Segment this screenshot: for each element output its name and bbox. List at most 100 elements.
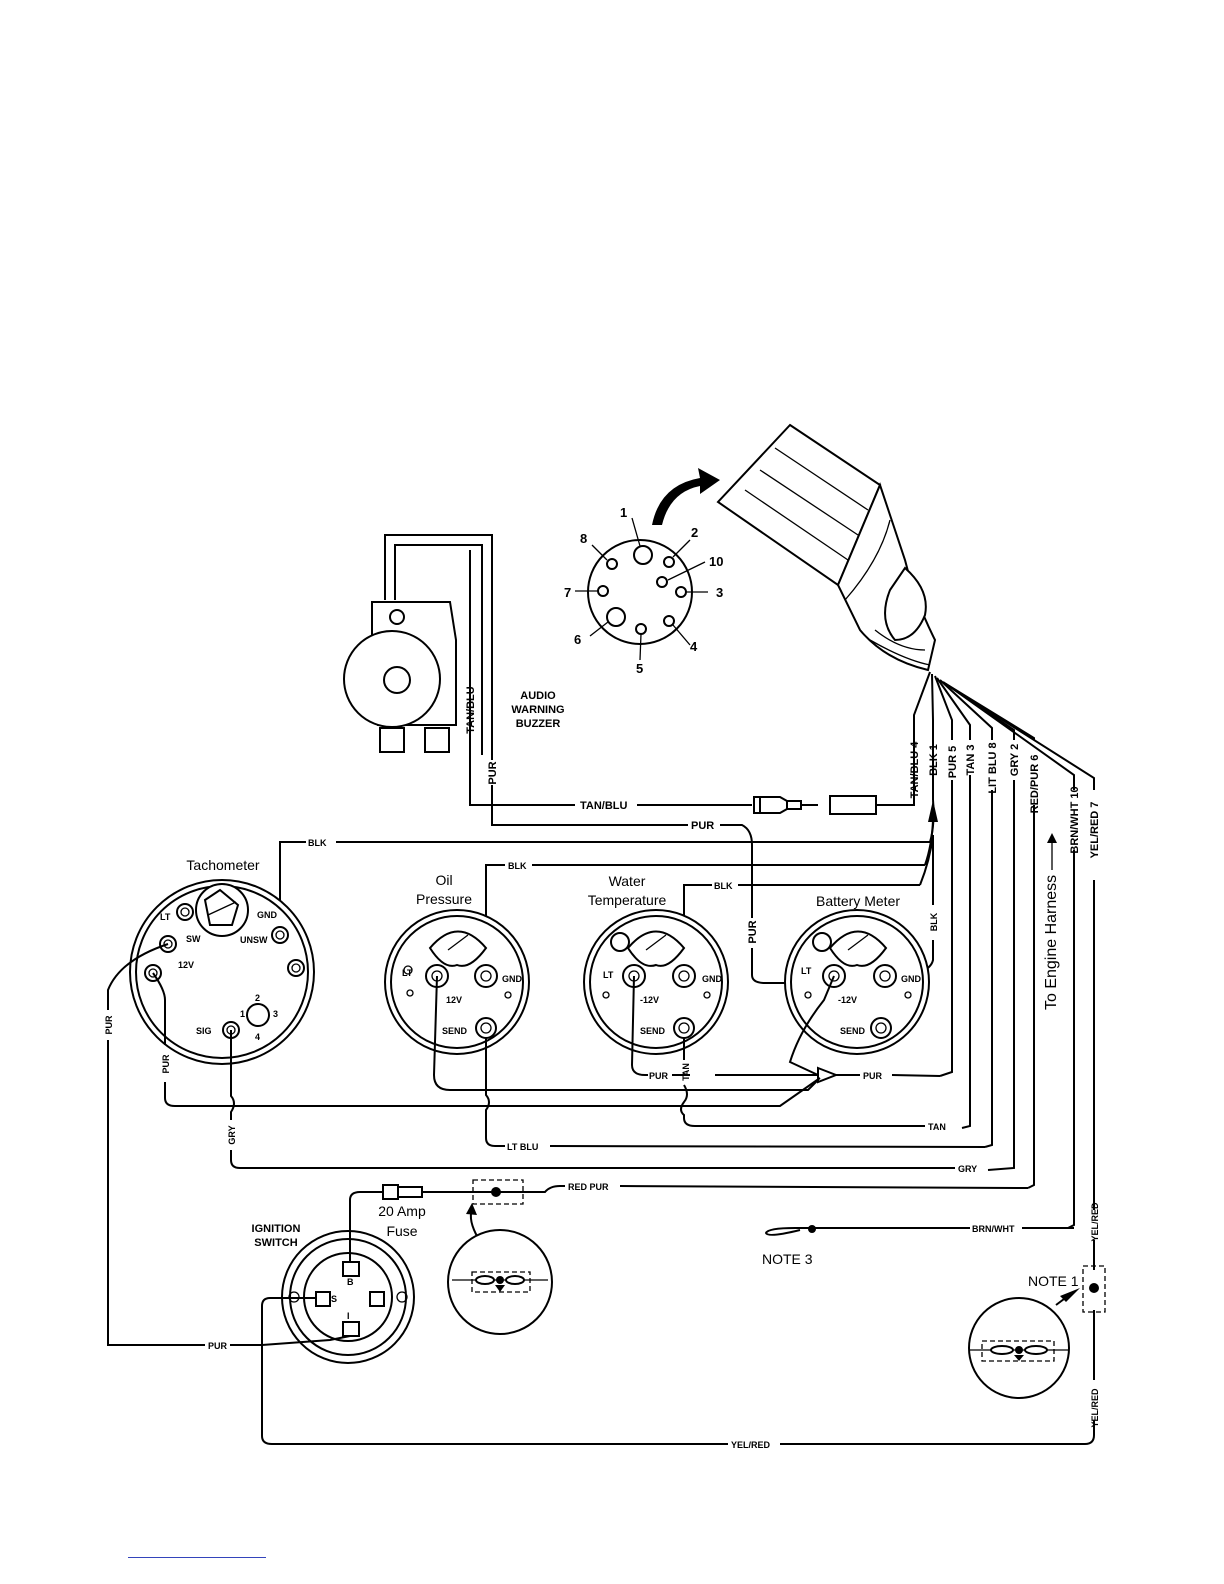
wire-label-pur: PUR: [104, 1015, 114, 1035]
oil-terminal-label: SEND: [442, 1026, 468, 1036]
wire-label-blk: BLK: [929, 912, 939, 931]
harness-wire-label: YEL/RED 7: [1089, 802, 1101, 859]
wire-label-pur: PUR: [747, 920, 759, 943]
wire-label-tan-blu: TAN/BLU: [580, 800, 628, 812]
wire-label-blk: BLK: [714, 881, 733, 891]
tach-terminal-label: 12V: [178, 960, 194, 970]
connector-pin-label: 3: [716, 585, 723, 600]
wire-label-yel-red: YEL/RED: [1090, 1202, 1100, 1242]
connector-pin-face: 1 2 3 4 5 6 7 8 10: [564, 505, 723, 676]
battery-terminal-label: GND: [901, 974, 922, 984]
battery-terminal-label: -12V: [838, 995, 857, 1005]
note-3-label: NOTE 3: [762, 1251, 813, 1267]
oil-terminal-label: GND: [502, 974, 523, 984]
wire-label-pur: PUR: [691, 820, 714, 832]
wire-label-red-pur: RED PUR: [568, 1182, 609, 1192]
connector-pin-label: 10: [709, 554, 723, 569]
tach-terminal-label: 2: [255, 993, 260, 1003]
buzzer-label: AUDIO: [520, 690, 556, 702]
tach-terminal-label: LT: [160, 912, 171, 922]
water-terminal-label: -12V: [640, 995, 659, 1005]
wire-label-tan: TAN: [928, 1122, 946, 1132]
tach-terminal-label: 4: [255, 1032, 260, 1042]
wire-label-yel-red: YEL/RED: [1090, 1388, 1100, 1428]
oil-title: Pressure: [416, 891, 472, 907]
wire-label-pur: PUR: [208, 1341, 228, 1351]
connector-pin-label: 1: [620, 505, 627, 520]
note-1-label: NOTE 1: [1028, 1273, 1079, 1289]
connector-pin-label: 6: [574, 632, 581, 647]
ignition-terminal-label: S: [331, 1294, 337, 1304]
connector-pin-label: 5: [636, 661, 643, 676]
connector-pin-label: 4: [690, 639, 698, 654]
rotate-arrow: [652, 468, 720, 525]
fuse-label: 20 Amp: [378, 1203, 426, 1219]
ignition-label: IGNITION: [252, 1223, 301, 1235]
wire-label-yel-red: YEL/RED: [731, 1440, 771, 1450]
connector-pin-label: 7: [564, 585, 571, 600]
water-terminal-label: LT: [603, 970, 614, 980]
footer-rule: [128, 1557, 266, 1558]
harness-wire-label: LIT BLU 8: [987, 742, 999, 793]
wire-label-blk: BLK: [508, 861, 527, 871]
harness-wires: [913, 671, 1095, 800]
tachometer-title: Tachometer: [186, 857, 259, 873]
splice-detail: [968, 1297, 1070, 1399]
battery-terminal-label: LT: [801, 966, 812, 976]
up-arrow-head: [1047, 833, 1057, 843]
tach-terminal-label: SW: [186, 934, 201, 944]
battery-terminal-label: SEND: [840, 1026, 866, 1036]
wire-label-gry: GRY: [227, 1125, 237, 1144]
wire-label-pur: PUR: [161, 1054, 171, 1074]
harness-wire-label: TAN/BLU 4: [909, 741, 921, 799]
connector-pin-label: 2: [691, 525, 698, 540]
ignition-label: SWITCH: [254, 1237, 297, 1249]
harness-wire-label: PUR 5: [947, 746, 959, 778]
ignition-terminal-label: I: [347, 1311, 350, 1321]
ignition-terminal-label: B: [347, 1277, 354, 1287]
harness-wire-label: BRN/WHT 10: [1069, 786, 1081, 853]
water-title: Temperature: [588, 892, 667, 908]
oil-terminal-label: LT: [402, 968, 413, 978]
oil-terminal-label: 12V: [446, 995, 462, 1005]
battery-meter-gauge: Battery Meter LT GND -12V SEND: [784, 893, 930, 1055]
harness-plug: [716, 423, 937, 672]
harness-wire-label: GRY 2: [1009, 744, 1021, 776]
water-terminal-label: SEND: [640, 1026, 666, 1036]
fuse-label: Fuse: [386, 1223, 417, 1239]
wire-label-brn-wht: BRN/WHT: [972, 1224, 1015, 1234]
wire-label-pur: PUR: [863, 1071, 883, 1081]
tach-terminal-label: GND: [257, 910, 278, 920]
audio-warning-buzzer: AUDIO WARNING BUZZER: [343, 534, 565, 755]
wire-label-pur: PUR: [487, 761, 499, 784]
wire-label-tan-blu: TAN/BLU: [465, 686, 477, 734]
tach-terminal-label: 3: [273, 1009, 278, 1019]
wire-label-lt-blu: LT BLU: [507, 1142, 538, 1152]
battery-title: Battery Meter: [816, 893, 900, 909]
bullet-connector: [753, 795, 915, 815]
splice-detail: [447, 1229, 553, 1335]
water-terminal-label: GND: [702, 974, 723, 984]
oil-title: Oil: [435, 872, 452, 888]
tachometer-gauge: Tachometer LT SW 12V GND UNSW SIG 1 2 3 …: [129, 857, 315, 1065]
tach-terminal-label: SIG: [196, 1026, 212, 1036]
harness-wire-label: BLK 1: [928, 744, 940, 776]
ignition-switch: IGNITION SWITCH B S I: [252, 1223, 415, 1364]
harness-wire-label: RED/PUR 6: [1029, 755, 1041, 814]
tach-terminal-label: 1: [240, 1009, 245, 1019]
wire-label-blk: BLK: [308, 838, 327, 848]
oil-pressure-gauge: Oil Pressure LT GND 12V SEND: [384, 872, 530, 1055]
wire-label-pur: PUR: [649, 1071, 669, 1081]
buzzer-label: BUZZER: [516, 718, 561, 730]
to-engine-harness-label: To Engine Harness: [1043, 875, 1060, 1010]
buzzer-label: WARNING: [511, 704, 564, 716]
wire-label-tan: TAN: [681, 1063, 691, 1081]
connector-pin-label: 8: [580, 531, 587, 546]
harness-labels: TAN/BLU 4 BLK 1 PUR 5 TAN 3 LIT BLU 8 GR…: [909, 741, 1101, 859]
tach-terminal-label: UNSW: [240, 935, 268, 945]
water-temperature-gauge: Water Temperature LT GND -12V SEND: [583, 873, 729, 1055]
harness-wire-label: TAN 3: [965, 745, 977, 776]
water-title: Water: [609, 873, 646, 889]
wire-label-gry: GRY: [958, 1164, 977, 1174]
